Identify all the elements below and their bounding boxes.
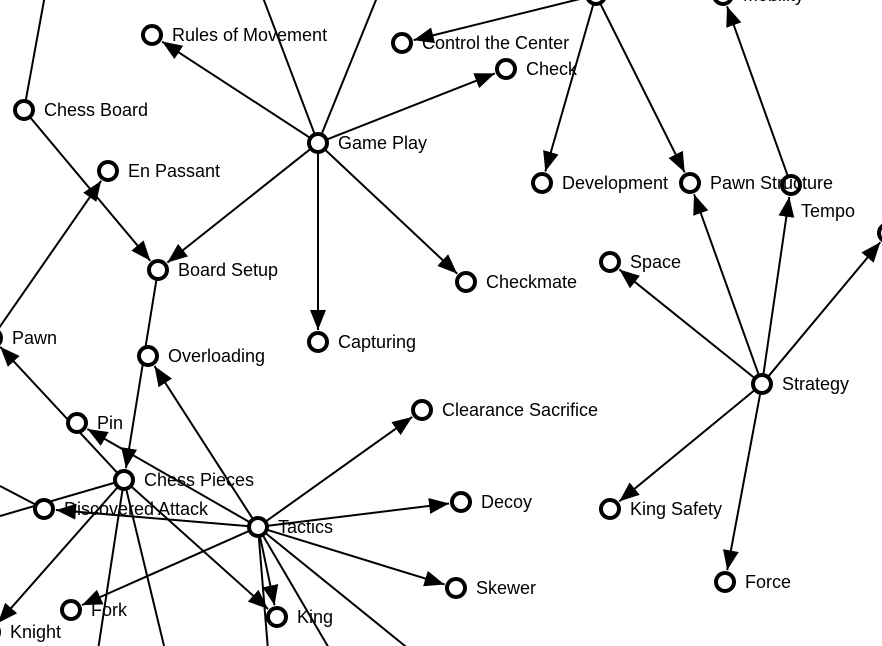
node-checkmate[interactable] — [455, 271, 477, 293]
node-label-game-play: Game Play — [338, 133, 427, 153]
edge-chess_board-to-board_setup — [29, 117, 152, 262]
edge-strategy-to-force — [723, 393, 762, 571]
node-control[interactable] — [391, 32, 413, 54]
node-overloading[interactable] — [137, 345, 159, 367]
edge-chess_board-offscreen — [23, 0, 46, 111]
edge-tactics-to-pin — [86, 428, 250, 523]
node-tempo[interactable] — [780, 174, 802, 196]
node-pawn[interactable] — [0, 329, 3, 347]
node-label-chess-pieces: Chess Pieces — [144, 470, 254, 490]
node-clearance[interactable] — [411, 399, 433, 421]
node-label-clearance: Clearance Sacrifice — [442, 400, 598, 420]
node-label-strategy: Strategy — [782, 374, 849, 394]
node-label-board-setup: Board Setup — [178, 260, 278, 280]
node-tactics[interactable] — [247, 516, 269, 538]
edge-tactics-to-fork — [81, 530, 250, 607]
node-label-pawn: Pawn — [12, 328, 57, 348]
node-rules[interactable] — [141, 24, 163, 46]
node-check[interactable] — [495, 58, 517, 80]
node-label-check: Check — [526, 59, 578, 79]
node-label-king: King — [297, 607, 333, 627]
node-label-force: Force — [745, 572, 791, 592]
node-label-pawn-structure: Pawn Structure — [710, 173, 833, 193]
edge-tactics-to-clearance — [265, 416, 413, 523]
edge-chess_pieces-offscreen — [0, 479, 125, 517]
node-force[interactable] — [714, 571, 736, 593]
edge-pawn-to-en_passant — [0, 180, 102, 329]
node-label-checkmate: Checkmate — [486, 272, 577, 292]
node-label-chess-board: Chess Board — [44, 100, 148, 120]
edge-game_play-to-check — [326, 72, 496, 141]
edge-tactics-to-decoy — [267, 497, 450, 527]
edge-game_play-to-rules — [161, 40, 311, 139]
edge-chess_pieces-offscreen — [123, 479, 166, 646]
edge-game_play-to-board_setup — [166, 148, 311, 264]
node-label-king-safety: King Safety — [630, 499, 722, 519]
labels-layer: Chess Board Rules of Movement Control the … — [10, 0, 855, 642]
edge-tactics-to-discovered — [55, 503, 249, 528]
node-label-overloading: Overloading — [168, 346, 265, 366]
edge-game_play-to-checkmate — [324, 149, 458, 275]
node-pin[interactable] — [66, 412, 88, 434]
node-label-decoy: Decoy — [481, 492, 532, 512]
node-opening[interactable] — [586, 0, 606, 6]
node-label-development: Development — [562, 173, 668, 193]
edge-game_play-offscreen — [317, 0, 378, 144]
node-right-node[interactable] — [877, 223, 882, 243]
node-label-control: Control the Center — [422, 33, 569, 53]
edge-tempo-to-mobility — [726, 5, 789, 176]
edge-strategy-to-king_safety — [618, 389, 755, 503]
node-label-space: Space — [630, 252, 681, 272]
node-label-tempo: Tempo — [801, 201, 855, 221]
edge-strategy-to-pawn_structure — [693, 193, 760, 375]
node-king-safety[interactable] — [599, 498, 621, 520]
node-label-discovered: Discovered Attack — [64, 499, 209, 519]
edge-tactics-offscreen — [257, 526, 329, 646]
node-label-fork: Fork — [91, 600, 128, 620]
node-king[interactable] — [266, 606, 288, 628]
edge-chess_pieces-offscreen — [97, 479, 125, 646]
edge-tactics-offscreen — [257, 526, 407, 646]
node-label-mobility: Mobility — [743, 0, 804, 5]
node-board-setup[interactable] — [147, 259, 169, 281]
node-strategy[interactable] — [751, 373, 773, 395]
edge-chess_pieces-to-knight — [0, 486, 119, 623]
edge-opening-to-development — [543, 4, 595, 172]
node-label-capturing: Capturing — [338, 332, 416, 352]
edge-game_play-offscreen — [262, 0, 319, 144]
edge-tactics-to-skewer — [267, 528, 445, 587]
node-label-rules: Rules of Movement — [172, 25, 327, 45]
node-space[interactable] — [599, 251, 621, 273]
node-fork[interactable] — [60, 599, 82, 621]
edge-board_setup-to-chess_pieces — [121, 279, 158, 469]
node-decoy[interactable] — [450, 491, 472, 513]
node-discovered[interactable] — [33, 498, 55, 520]
edge-tactics-offscreen — [257, 526, 269, 646]
node-label-skewer: Skewer — [476, 578, 536, 598]
node-game-play[interactable] — [307, 132, 329, 154]
edge-opening-to-control — [413, 0, 580, 44]
edge-strategy-to-tempo — [762, 196, 795, 375]
edge-tactics-to-overloading — [153, 365, 254, 520]
node-label-tactics: Tactics — [278, 517, 333, 537]
node-pawn-structure[interactable] — [679, 172, 701, 194]
edge-strategy-to-space — [618, 268, 755, 379]
edge-chess_pieces-to-pawn — [0, 346, 118, 474]
node-label-en-passant: En Passant — [128, 161, 220, 181]
node-label-knight: Knight — [10, 622, 61, 642]
edge-tactics-to-king — [259, 536, 279, 606]
node-chess-pieces[interactable] — [113, 469, 135, 491]
node-skewer[interactable] — [445, 577, 467, 599]
edge-opening-to-pawn_structure — [599, 3, 686, 173]
node-development[interactable] — [531, 172, 553, 194]
node-capturing[interactable] — [307, 331, 329, 353]
node-label-pin: Pin — [97, 413, 123, 433]
node-en-passant[interactable] — [97, 160, 119, 182]
edge-strategy-to-right_node — [767, 241, 882, 377]
node-chess-board[interactable] — [13, 99, 35, 121]
edge-chess_pieces-to-king — [130, 485, 269, 610]
node-mobility[interactable] — [713, 0, 733, 6]
